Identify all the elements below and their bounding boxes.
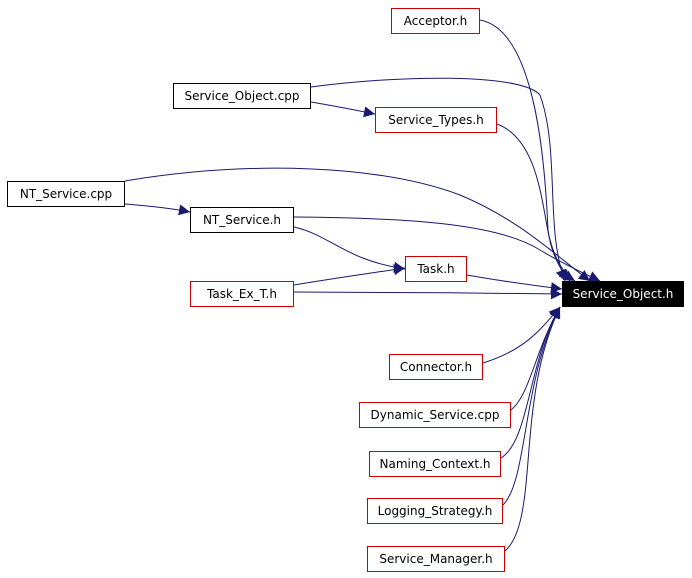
edge-service-object-cpp-to-service-object-h <box>310 77 567 282</box>
node-label: Service_Object.h <box>572 287 674 301</box>
edge-nt-service-cpp-to-service-object-h <box>124 167 591 282</box>
node-dynamic-service-cpp[interactable]: Dynamic_Service.cpp <box>359 402 511 428</box>
node-label: Logging_Strategy.h <box>377 504 493 518</box>
node-label: Dynamic_Service.cpp <box>370 408 500 422</box>
node-nt-service-h[interactable]: NT_Service.h <box>190 207 294 233</box>
edge-task-ex-t-h-to-service-object-h <box>293 288 563 300</box>
edge-nt-service-cpp-to-nt-service-h <box>124 203 191 216</box>
edge-acceptor-h-to-service-object-h <box>479 19 571 282</box>
edge-task-h-to-service-object-h <box>466 274 563 294</box>
node-task-h[interactable]: Task.h <box>405 256 467 282</box>
node-service-object-cpp[interactable]: Service_Object.cpp <box>173 83 311 109</box>
node-service-object-h[interactable]: Service_Object.h <box>562 281 684 307</box>
node-label: Connector.h <box>399 360 473 374</box>
node-label: Task.h <box>417 262 455 276</box>
edge-nt-service-h-to-task-h <box>293 226 406 273</box>
node-label: Service_Manager.h <box>379 552 493 566</box>
edge-naming-context-h-to-service-object-h <box>500 306 561 459</box>
edge-service-object-cpp-to-service-types-h <box>310 101 376 118</box>
edge-task-ex-t-h-to-task-h <box>293 264 406 286</box>
node-label: Task_Ex_T.h <box>207 287 277 301</box>
edge-nt-service-h-to-service-object-h <box>293 216 601 282</box>
node-label: NT_Service.h <box>202 213 282 227</box>
node-connector-h[interactable]: Connector.h <box>389 354 483 380</box>
node-service-manager-h[interactable]: Service_Manager.h <box>367 546 505 572</box>
node-logging-strategy-h[interactable]: Logging_Strategy.h <box>367 498 503 524</box>
node-label: Naming_Context.h <box>379 457 491 471</box>
node-task-ex-t-h[interactable]: Task_Ex_T.h <box>190 281 294 307</box>
node-label: Service_Object.cpp <box>184 89 300 103</box>
edge-service-manager-h-to-service-object-h <box>504 306 561 552</box>
edge-service-types-h-to-service-object-h <box>496 123 576 282</box>
node-nt-service-cpp[interactable]: NT_Service.cpp <box>7 181 125 207</box>
node-acceptor-h[interactable]: Acceptor.h <box>391 8 480 34</box>
edge-logging-strategy-h-to-service-object-h <box>502 306 561 506</box>
node-naming-context-h[interactable]: Naming_Context.h <box>369 451 501 477</box>
node-label: NT_Service.cpp <box>19 187 113 201</box>
node-service-types-h[interactable]: Service_Types.h <box>375 107 497 133</box>
node-label: Service_Types.h <box>388 113 484 127</box>
node-label: Acceptor.h <box>403 14 468 28</box>
